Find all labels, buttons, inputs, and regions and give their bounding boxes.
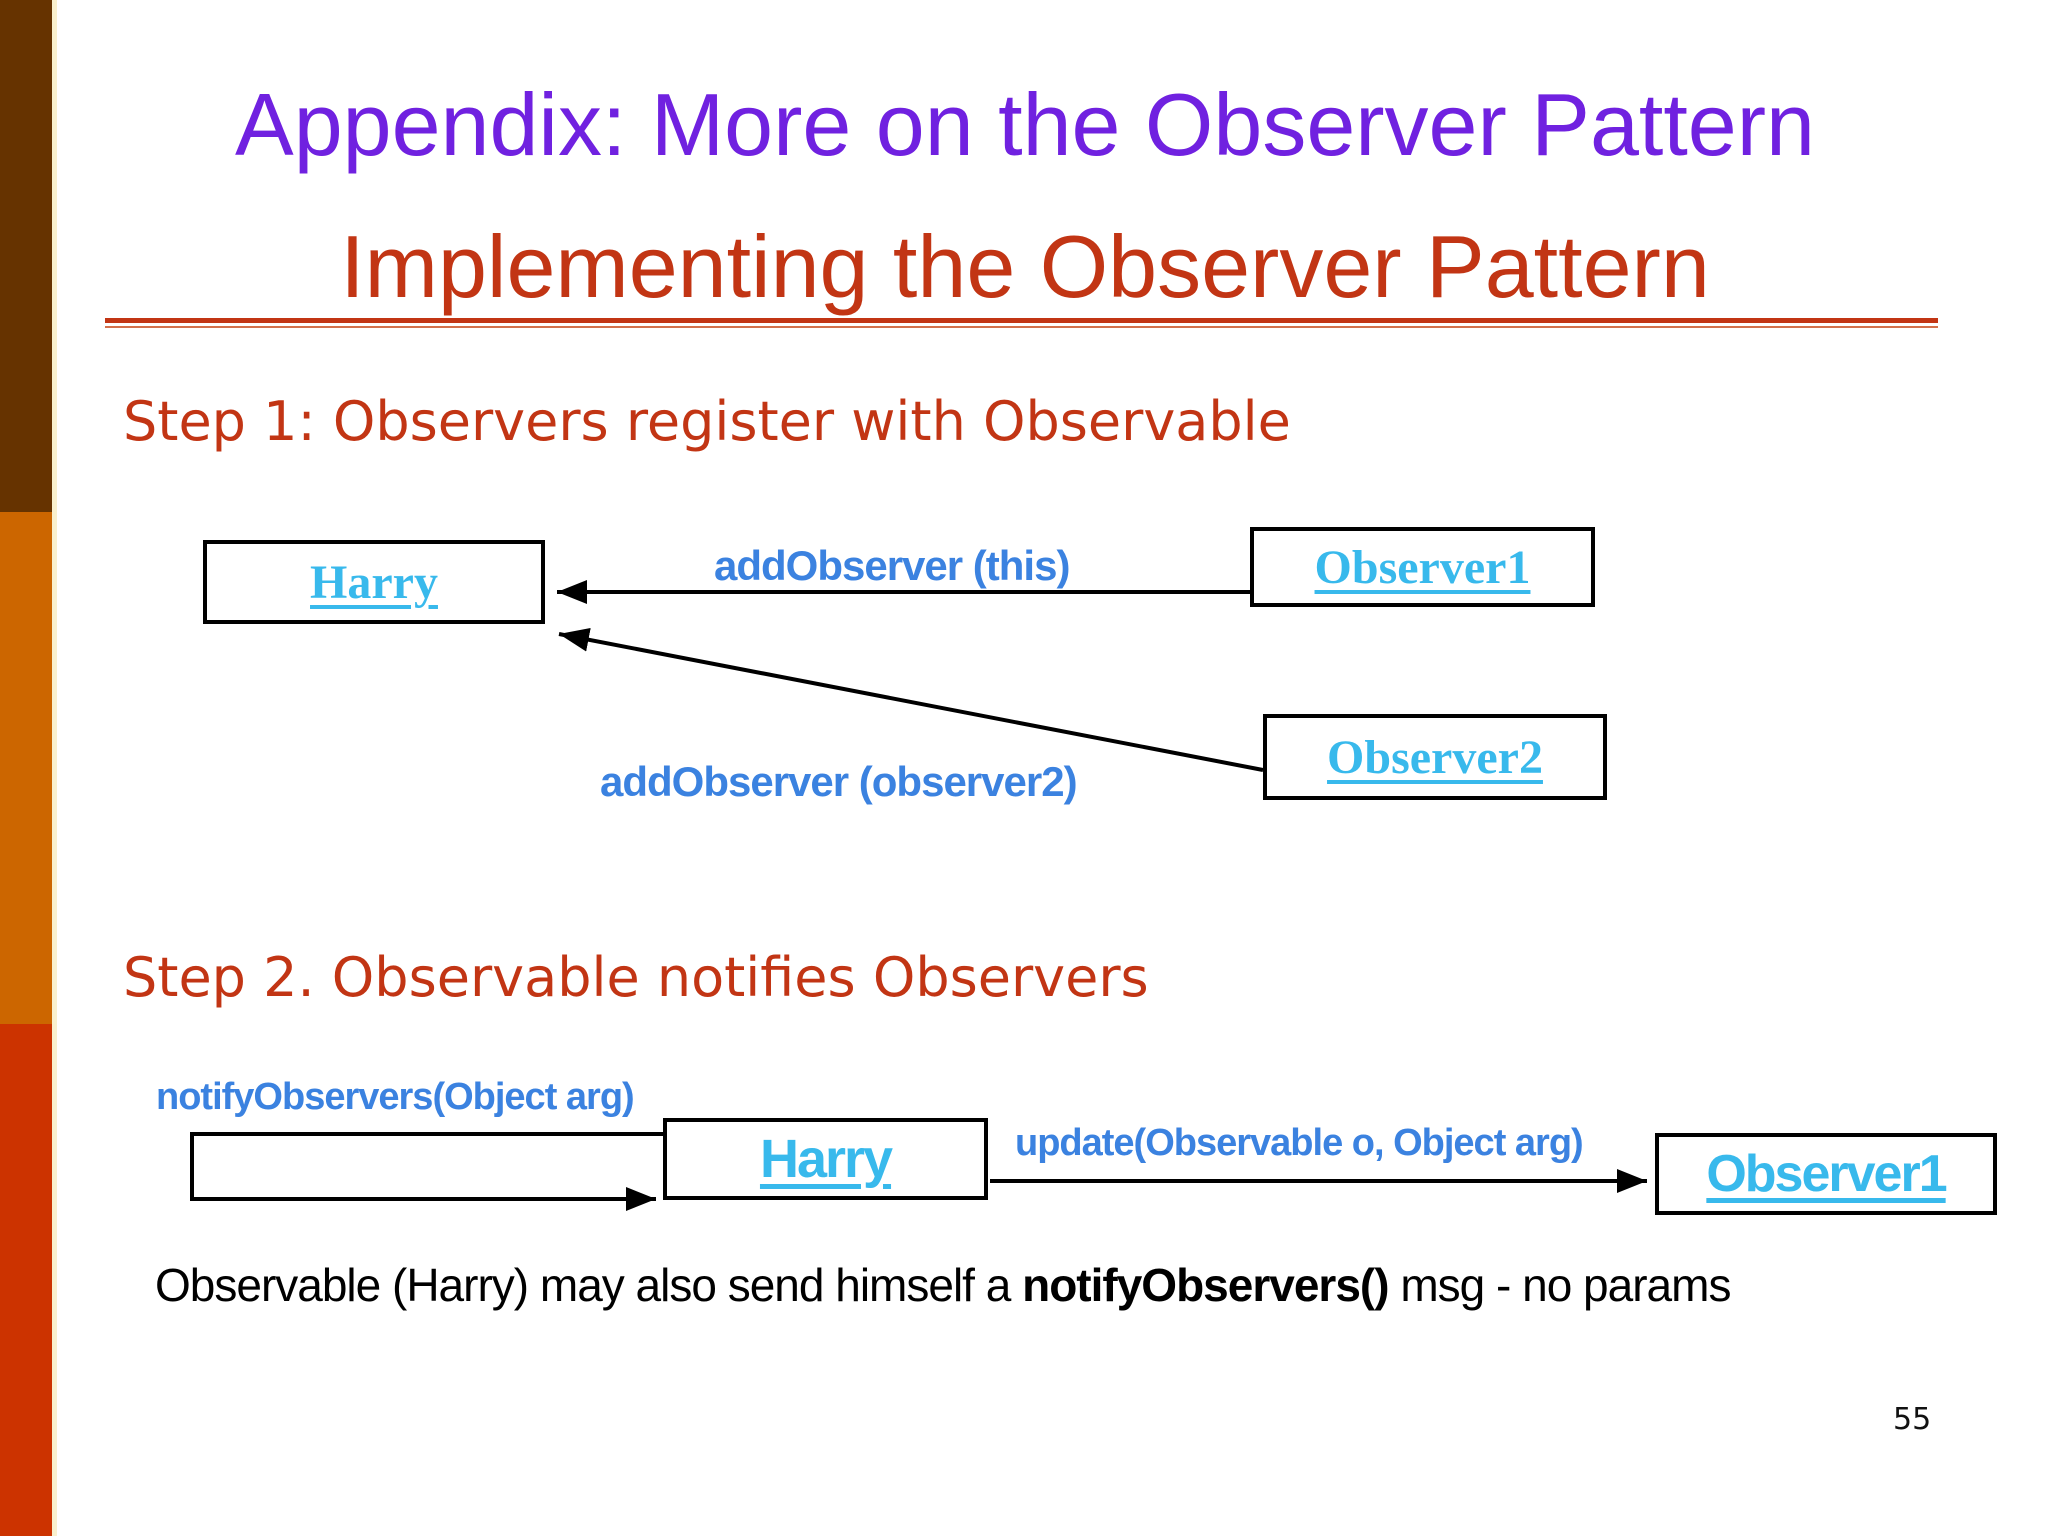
sidebar-band-orange — [0, 512, 52, 1024]
step1-observer1-box: Observer1 — [1250, 527, 1595, 607]
step1-harry-label: Harry — [310, 555, 438, 609]
title-underline-thin — [105, 326, 1938, 328]
sidebar-band-red — [0, 1024, 52, 1536]
step2-observable-harry-box: Harry — [663, 1118, 988, 1200]
note-prefix: Observable (Harry) may also send himself… — [155, 1259, 1023, 1311]
title-underline — [105, 318, 1938, 323]
note-text: Observable (Harry) may also send himself… — [155, 1258, 1731, 1312]
note-suffix: msg - no params — [1388, 1259, 1731, 1311]
step1-observer1-label: Observer1 — [1314, 540, 1531, 594]
page-title-line1: Appendix: More on the Observer Pattern — [235, 75, 1815, 174]
step2-observer1-label: Observer1 — [1706, 1145, 1947, 1203]
addobserver-observer2-label: addObserver (observer2) — [600, 758, 1078, 805]
step1-observable-harry-box: Harry — [203, 540, 545, 624]
step2-heading: Step 2. Observable notifies Observers — [123, 946, 1149, 1009]
step1-observer2-box: Observer2 — [1263, 714, 1607, 800]
page-title: Appendix: More on the Observer Pattern I… — [60, 54, 1990, 338]
note-bold: notifyObservers() — [1022, 1259, 1389, 1311]
step1-observer2-label: Observer2 — [1327, 730, 1543, 784]
addobserver-observer2-arrow — [558, 627, 1264, 772]
sidebar-band-brown — [0, 0, 52, 512]
sidebar-accent-line — [52, 0, 57, 1536]
page-title-line2: Implementing the Observer Pattern — [340, 217, 1710, 316]
addobserver-this-label: addObserver (this) — [714, 542, 1070, 589]
page-number: 55 — [1893, 1402, 1932, 1437]
notifyobservers-label: notifyObservers(Object arg) — [156, 1076, 635, 1118]
self-notify-loop-arrow — [190, 1132, 663, 1211]
update-label: update(Observable o, Object arg) — [1015, 1122, 1584, 1164]
step1-heading: Step 1: Observers register with Observab… — [123, 390, 1291, 453]
step2-harry-label: Harry — [759, 1129, 893, 1189]
step2-observer1-box: Observer1 — [1655, 1133, 1997, 1215]
